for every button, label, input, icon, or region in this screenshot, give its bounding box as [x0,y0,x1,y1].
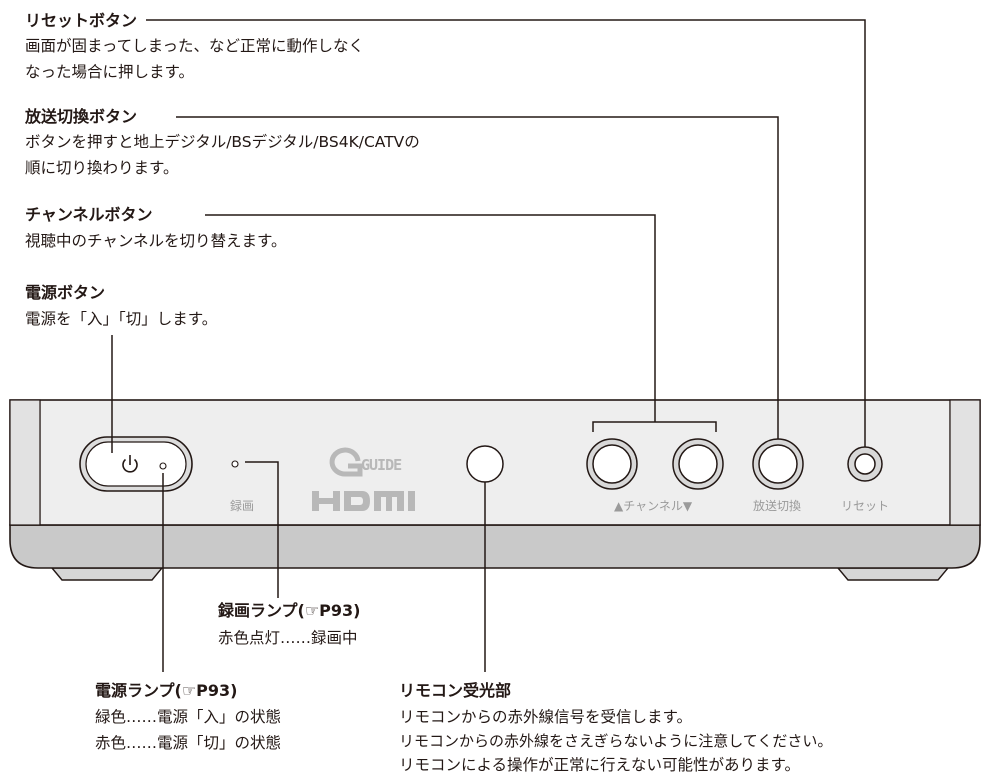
device-bottom-bevel [9,524,981,569]
reset-button-title: リセットボタン [25,11,138,30]
power-button-desc: 電源を「入」「切」します。 [25,310,218,328]
broadcast-button-desc-line1: ボタンを押すと地上デジタル/BSデジタル/BS4K/CATVの [25,133,420,151]
reset-button-label: リセット [841,499,890,513]
ir-receiver-window [466,445,504,483]
broadcast-button-title: 放送切換ボタン [25,107,138,126]
rec-lamp-desc: 赤色点灯……録画中 [218,629,358,647]
rec-lamp-title: 録画ランプ(☞P93) [218,601,361,620]
broadcast-button-desc-line2: 順に切り換わります。 [25,159,179,177]
broadcast-button-label: 放送切換 [753,499,802,513]
reset-button[interactable] [847,446,883,482]
ir-receiver-desc-line3: リモコンによる操作が正常に行えない可能性があります。 [399,756,800,774]
channel-button-desc: 視聴中のチャンネルを切り替えます。 [25,232,287,250]
left-foot [50,567,164,581]
channel-bracket [592,421,717,432]
right-foot [836,567,950,581]
channel-buttons-label: ▲チャンネル▼ [614,499,693,513]
reset-button-desc-line2: なった場合に押します。 [25,63,194,81]
broadcast-switch-button[interactable] [752,438,804,490]
leader-lines [111,19,866,672]
gguide-logo-text: GUIDE [361,456,402,474]
reset-button-desc-line1: 画面が固まってしまった、など正常に動作しなく [25,37,364,55]
rec-lamp [231,460,239,468]
power-lamp [159,462,167,470]
power-lamp-title: 電源ランプ(☞P93) [95,681,238,700]
rec-lamp-label: 録画 [230,499,255,513]
hdmi-logo [312,491,415,511]
power-button-title: 電源ボタン [25,283,106,302]
channel-button-title: チャンネルボタン [25,205,153,224]
ir-receiver-title: リモコン受光部 [399,681,512,700]
rec-lamp-leader [245,461,279,598]
channel-up-button[interactable] [586,438,638,490]
gguide-logo [329,447,363,477]
ir-receiver-desc-line1: リモコンからの赤外線信号を受信します。 [399,708,692,726]
channel-down-button[interactable] [672,438,724,490]
broadcast-leader [176,116,779,439]
power-button[interactable] [79,436,193,492]
power-lamp-desc-line2: 赤色……電源「切」の状態 [95,734,282,752]
ir-receiver-desc-line2: リモコンからの赤外線をさえぎらないように注意してください。 [399,732,833,750]
reset-leader [146,19,866,447]
channel-leader [205,214,656,422]
power-lamp-desc-line1: 緑色……電源「入」の状態 [95,708,282,726]
power-icon [122,455,138,473]
